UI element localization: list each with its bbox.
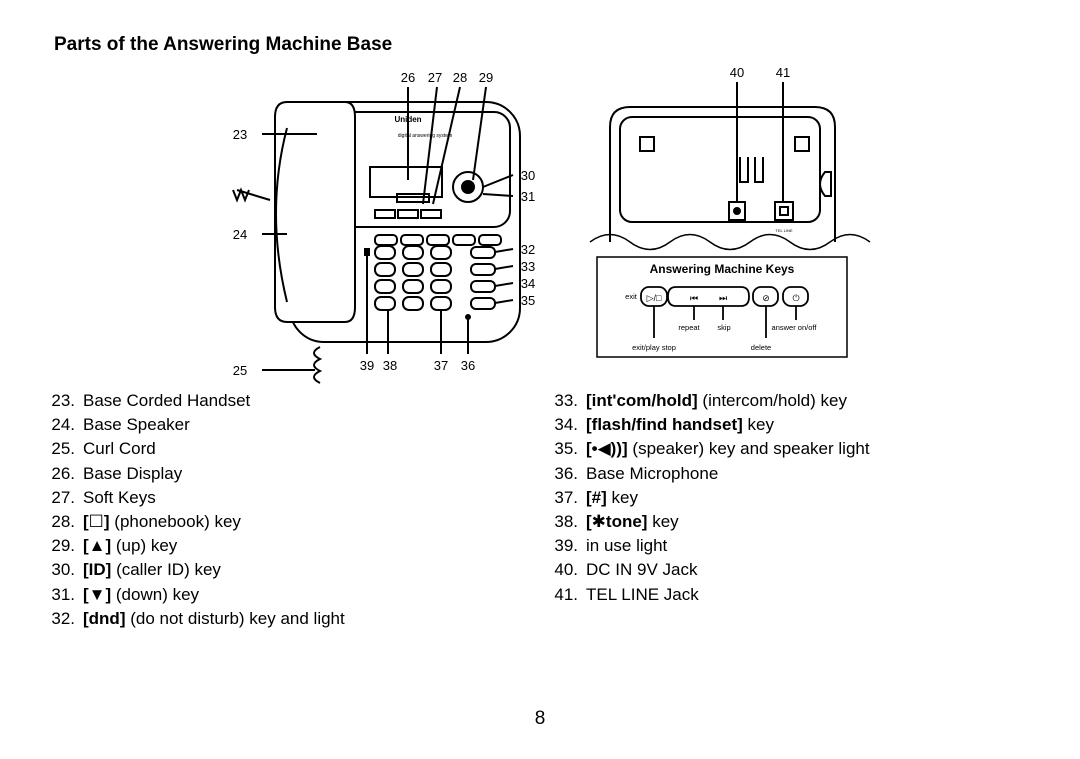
soft-key <box>374 209 396 219</box>
callout-32: 32 <box>521 242 535 257</box>
list-item: 36.Base Microphone <box>554 463 719 483</box>
list-item: 33.[int'com/hold] (intercom/hold) key <box>554 391 847 410</box>
tel-line-jack <box>774 201 794 221</box>
callout-38: 38 <box>383 358 397 373</box>
repeat-label: repeat <box>678 323 700 332</box>
parts-list-left: 23.Base Corded Handset 24.Base Speaker 2… <box>38 389 345 631</box>
exit-play-label: exit/play stop <box>632 343 676 352</box>
list-item: 23.Base Corded Handset <box>51 391 251 410</box>
up-icon: [▲] <box>83 536 112 556</box>
soft-key <box>420 209 442 219</box>
page-number: 8 <box>534 708 546 729</box>
callout-28: 28 <box>453 70 467 85</box>
base-display <box>369 166 443 198</box>
caller-id-icon: [ID] <box>83 560 112 580</box>
callout-35: 35 <box>521 293 535 308</box>
list-item: 25.Curl Cord <box>51 439 156 459</box>
intercom-hold-key <box>470 263 496 276</box>
keys-panel-title: Answering Machine Keys <box>650 262 795 276</box>
callout-33: 33 <box>521 259 535 274</box>
tel-line-label: TEL LINE <box>775 228 793 233</box>
list-item: 24.Base Speaker <box>51 415 190 435</box>
callout-34: 34 <box>521 276 535 291</box>
skip-icon: ⏭ <box>719 293 727 303</box>
down-icon: [▼] <box>83 584 112 604</box>
callout-40: 40 <box>730 65 744 80</box>
callout-29: 29 <box>479 70 493 85</box>
exit-label: exit <box>625 292 638 301</box>
list-item: 31.[▼] (down) key <box>38 583 345 607</box>
delete-icon: ⊘ <box>762 293 770 303</box>
brand-logo: Uniden <box>394 115 421 124</box>
answering-keys-panel: Answering Machine Keys ▷/□ ⏮ ⏭ ⊘ ⏻ exit … <box>596 256 848 358</box>
curl-cord <box>313 346 323 384</box>
speaker-grille <box>232 187 250 203</box>
list-item: 30.[ID] (caller ID) key <box>38 558 345 582</box>
dnd-key <box>470 246 496 259</box>
list-item: 35.[•◀))] (speaker) key and speaker ligh… <box>541 437 869 461</box>
speaker-icon: [•◀))] <box>586 439 628 459</box>
list-item: 26.Base Display <box>51 463 183 483</box>
page-title: Parts of the Answering Machine Base <box>54 34 393 55</box>
callout-25: 25 <box>233 363 247 378</box>
list-item: 32.[dnd] (do not disturb) key and light <box>51 608 345 628</box>
callout-23: 23 <box>233 127 247 142</box>
answer-label: answer on/off <box>772 323 818 332</box>
list-item: 39.in use light <box>554 536 668 556</box>
callout-27: 27 <box>428 70 442 85</box>
repeat-skip-key <box>667 286 750 307</box>
skip-label: skip <box>717 323 730 332</box>
callout-30: 30 <box>521 168 535 183</box>
callout-24: 24 <box>233 227 247 242</box>
soft-key <box>397 209 419 219</box>
brand-subtitle: digital answering system <box>398 133 452 139</box>
callout-41: 41 <box>776 65 790 80</box>
play-stop-icon: ▷/□ <box>647 293 662 303</box>
parts-list-right: 33.[int'com/hold] (intercom/hold) key 34… <box>541 389 870 607</box>
speaker-key <box>470 297 496 310</box>
repeat-icon: ⏮ <box>690 293 698 303</box>
list-item: 38.[✱tone] key <box>541 510 870 534</box>
list-item: 28.[☐] (phonebook) key <box>38 510 345 534</box>
callout-36: 36 <box>461 358 475 373</box>
callout-31: 31 <box>521 189 535 204</box>
list-item: 34.[flash/find handset] key <box>554 415 774 435</box>
delete-label: delete <box>751 343 771 352</box>
phonebook-icon: [☐] <box>83 511 110 531</box>
back-body <box>609 106 836 242</box>
list-item: 41.TEL LINE Jack <box>554 584 699 604</box>
list-item: 37.[#] key <box>554 487 638 507</box>
callout-37: 37 <box>434 358 448 373</box>
list-item: 27.Soft Keys <box>51 487 156 507</box>
power-icon: ⏻ <box>792 293 799 303</box>
flash-find-key <box>470 280 496 293</box>
tone-icon: [✱tone] <box>586 511 648 531</box>
list-item: 40.DC IN 9V Jack <box>554 560 698 580</box>
keypad <box>374 245 452 311</box>
callout-39: 39 <box>360 358 374 373</box>
callout-26: 26 <box>401 70 415 85</box>
list-item: 29.[▲] (up) key <box>38 534 345 558</box>
base-illustration: Uniden digital answering system 26 27 28… <box>232 70 535 384</box>
back-illustration: TEL LINE 40 41 <box>589 65 871 251</box>
corded-handset <box>274 101 356 323</box>
